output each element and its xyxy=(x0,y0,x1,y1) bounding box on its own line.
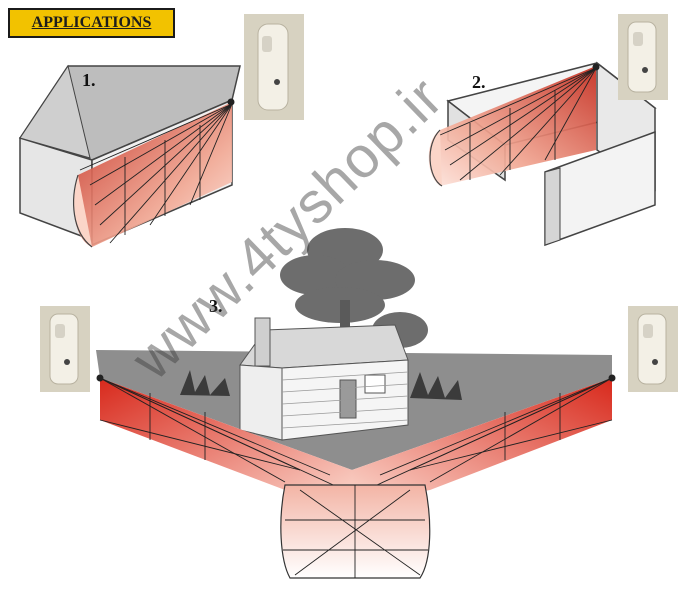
label-3: 3. xyxy=(209,296,223,316)
cabin xyxy=(239,317,409,441)
sensor-device-4 xyxy=(628,306,678,392)
label-2: 2. xyxy=(472,72,486,92)
title-badge: APPLICATIONS xyxy=(8,8,175,38)
scene-3-yard xyxy=(96,228,616,579)
scene-2-building xyxy=(428,61,657,247)
tree xyxy=(280,228,428,360)
sensor-device-1 xyxy=(244,14,304,120)
sensor-device-2 xyxy=(618,14,668,100)
label-1: 1. xyxy=(82,70,96,90)
sensor-device-3 xyxy=(40,306,90,392)
scene-1-building xyxy=(18,64,241,248)
title: APPLICATIONS xyxy=(31,14,152,31)
